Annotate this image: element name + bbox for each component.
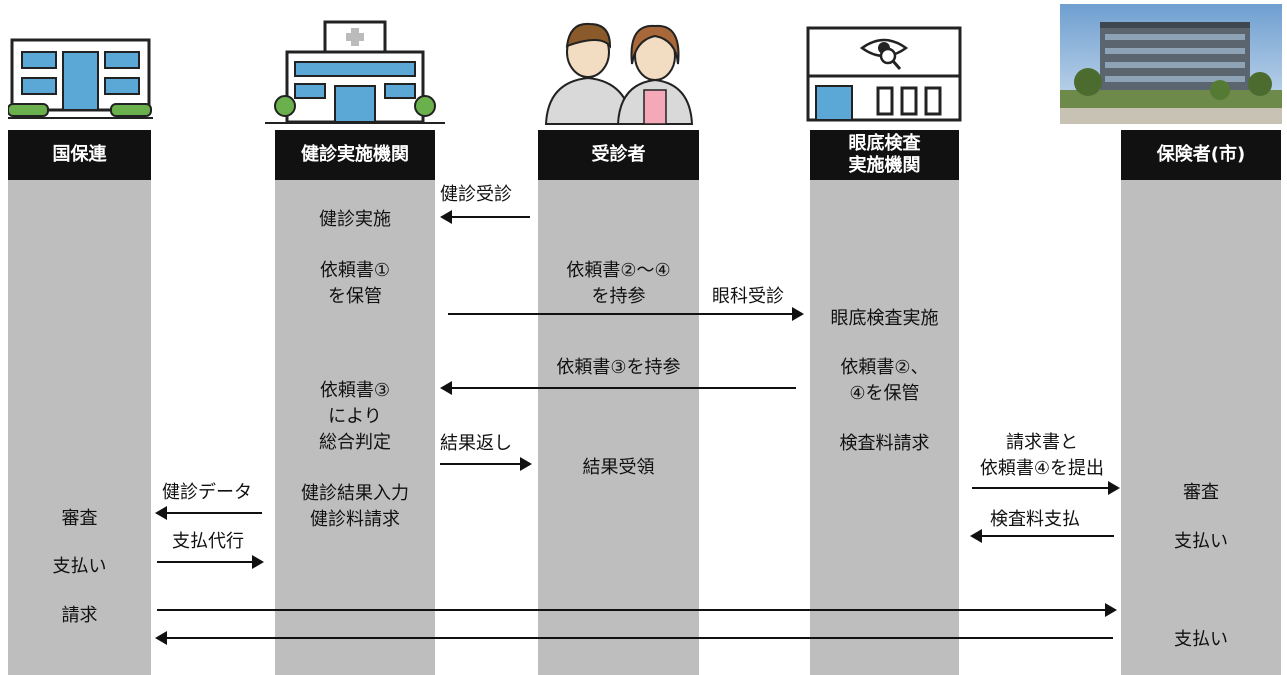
label-kensaryo-shiharai: 検査料支払: [990, 509, 1080, 530]
jushinsha-kekka-juryo: 結果受領: [582, 457, 655, 478]
eye-clinic-icon: [806, 26, 962, 122]
lane-jushinsha: [538, 180, 699, 675]
arrow-seikyu: [157, 603, 1117, 617]
arrow-kenshin-jushin: [440, 210, 530, 224]
lane-kokuhoren: [8, 180, 151, 675]
gantei-kensaryo-seikyu: 検査料請求: [839, 433, 930, 454]
label-ganka-jushin: 眼科受診: [712, 286, 784, 307]
kokuhoren-seikyu: 請求: [61, 605, 98, 626]
header-kenshin: 健診実施機関: [275, 130, 435, 180]
gantei-jisshi: 眼底検査実施: [830, 308, 939, 329]
header-jushinsha: 受診者: [538, 130, 699, 180]
building-icon: [8, 38, 153, 119]
arrow-seikyusho: [972, 481, 1120, 495]
patients-icon: [544, 22, 694, 125]
label-irai3-jisan: 依頼書③を持参: [556, 357, 681, 378]
lane-gantei: [810, 180, 959, 675]
arrow-kensaryo-shiharai: [970, 529, 1114, 543]
arrow-irai3-jisan: [440, 381, 796, 395]
header-kokuhoren: 国保連: [8, 130, 151, 180]
gantei-irai24: 依頼書②、④を保管: [840, 357, 929, 404]
city-hall-photo: [1060, 4, 1282, 124]
label-shiharai-daiko: 支払代行: [172, 531, 244, 552]
kokuhoren-shiharai: 支払い: [52, 556, 107, 577]
lane-kenshin: [275, 180, 435, 675]
arrow-ganka-jushin: [448, 307, 804, 321]
label-kenshin-jushin: 健診受診: [440, 184, 512, 205]
hokensha-shiharai-2: 支払い: [1174, 629, 1228, 650]
hokensha-shinsa: 審査: [1183, 482, 1219, 503]
label-seikyusho: 請求書と依頼書④を提出: [979, 432, 1105, 479]
hokensha-shiharai-1: 支払い: [1174, 531, 1228, 552]
arrow-shiharai-daiko: [157, 555, 264, 569]
kokuhoren-shinsa: 審査: [61, 508, 98, 529]
kenshin-jisshi: 健診実施: [319, 209, 391, 230]
label-kekka-kaeshi: 結果返し: [440, 433, 512, 454]
arrow-kekka-kaeshi: [440, 457, 532, 471]
hospital-icon: [265, 20, 445, 124]
header-gantei: 眼底検査実施機関: [810, 130, 959, 180]
arrow-kenshin-data: [155, 506, 262, 520]
arrow-shiharai: [155, 631, 1113, 645]
lane-hokensha: [1121, 180, 1281, 675]
header-hokensha: 保険者(市): [1121, 130, 1281, 180]
kenshin-kekka: 健診結果入力健診料請求: [301, 483, 409, 530]
label-kenshin-data: 健診データ: [162, 482, 252, 503]
